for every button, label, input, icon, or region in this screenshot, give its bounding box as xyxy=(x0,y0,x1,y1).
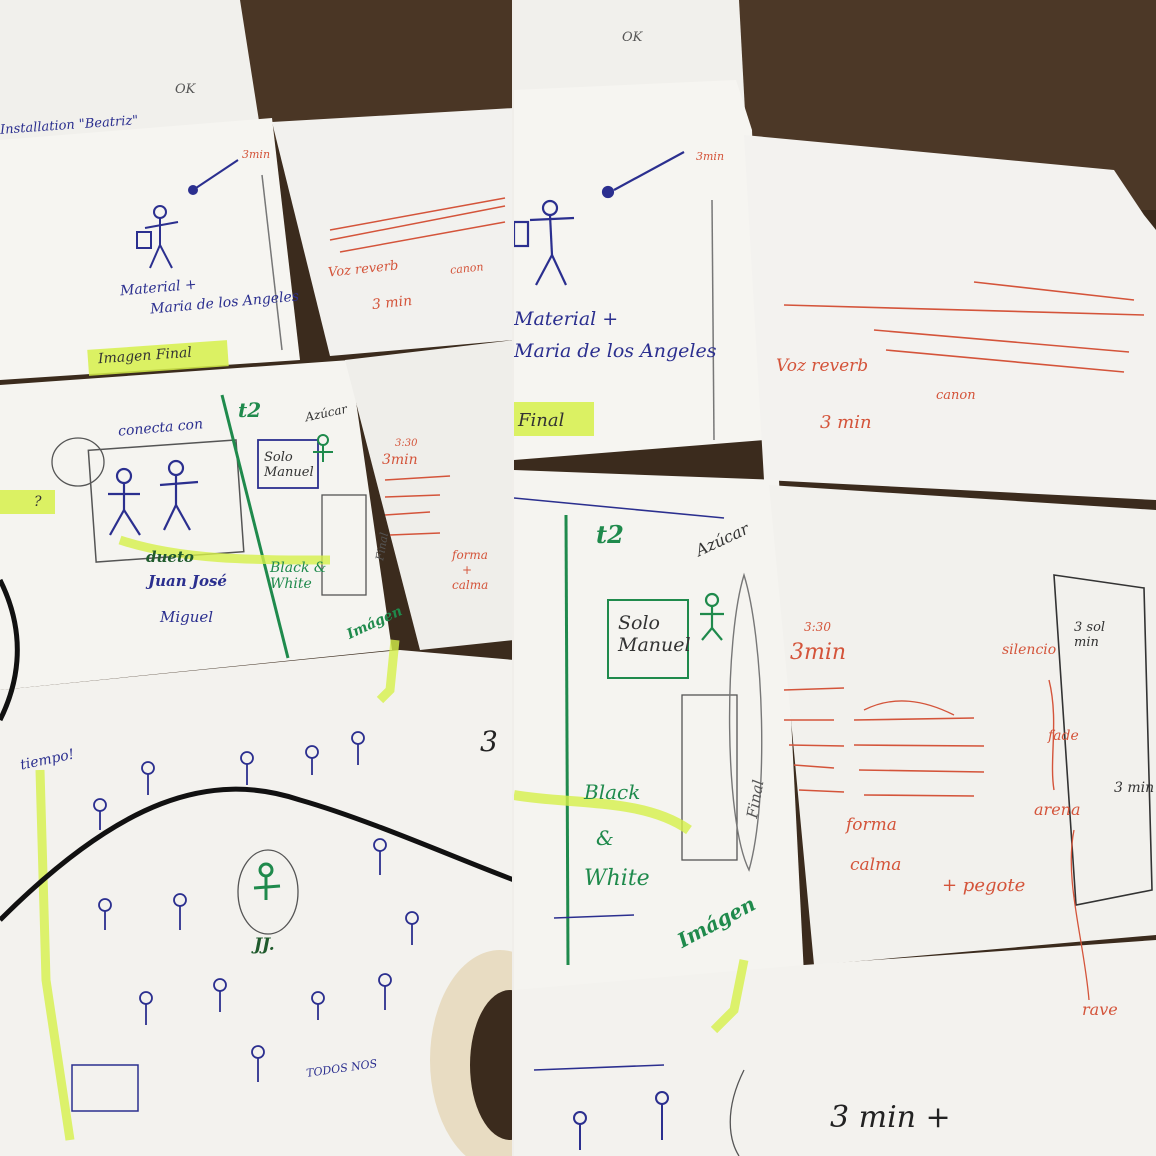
time-3min-red-middle: 3min xyxy=(790,640,847,665)
time-3min-red-middle: 3min xyxy=(382,452,418,468)
crowd-figures xyxy=(93,731,419,1082)
circle-connector xyxy=(51,437,105,487)
question-mark: ? xyxy=(34,494,42,510)
material-label: Material + xyxy=(514,308,619,330)
ok-mark: OK xyxy=(175,82,196,97)
miguel-label: Miguel xyxy=(160,608,214,626)
time-3min-upper: 3min xyxy=(696,150,725,163)
red-dashes-middle xyxy=(783,687,985,797)
left-photo-panel: OK Installation "Beatriz" 3min Material … xyxy=(0,0,514,1156)
solo-manuel-box xyxy=(607,599,689,679)
paper-bottom xyxy=(514,940,1156,1156)
green-divider xyxy=(220,394,290,659)
sol-min-label: 3 sol min xyxy=(1074,620,1106,650)
maria-label: Maria de los Angeles xyxy=(514,340,717,362)
t2-label: t2 xyxy=(596,520,624,549)
green-divider xyxy=(564,514,570,966)
red-bracket xyxy=(1048,679,1055,791)
green-stick-figure xyxy=(700,592,724,641)
silencio-label: silencio xyxy=(1002,642,1057,658)
blue-underline xyxy=(553,914,635,919)
forma-label: forma xyxy=(846,815,897,835)
plus-label: + xyxy=(462,563,473,577)
highlighter-arrow xyxy=(710,959,749,1034)
time-330: 3:30 xyxy=(395,438,418,449)
blue-top-line xyxy=(514,497,725,519)
t2-label: t2 xyxy=(238,398,262,422)
voz-reverb: Voz reverb xyxy=(776,356,869,376)
fade-label: fade xyxy=(1048,728,1079,744)
time-3min-upper: 3min xyxy=(242,148,271,161)
jj-label: JJ. xyxy=(254,935,275,955)
duet-frame xyxy=(87,439,245,563)
red-wave xyxy=(863,700,955,716)
pencil-line-upper xyxy=(261,174,283,351)
panel-separator xyxy=(512,0,515,1156)
highlighter-arrow xyxy=(376,639,400,704)
paper-top xyxy=(0,0,262,160)
final-box xyxy=(321,494,367,596)
highlighter-question xyxy=(0,490,55,514)
paper-upper-right xyxy=(744,135,1156,500)
min-3-bottom: 3 min xyxy=(1114,780,1155,796)
time-330: 3:30 xyxy=(804,620,831,634)
calma-label: calma xyxy=(452,578,489,592)
highlighter-stroke-middle xyxy=(514,790,692,835)
solo-manuel-label: Solo Manuel xyxy=(264,450,314,480)
pencil-bottom xyxy=(729,1069,745,1156)
paper-middle-right xyxy=(769,485,1156,965)
paper-upper-right xyxy=(272,108,514,356)
left-photo-scene xyxy=(0,0,514,1156)
paper-bottom xyxy=(0,650,514,1156)
center-ellipse xyxy=(237,849,299,935)
red-lines-upper xyxy=(329,197,506,253)
right-frame xyxy=(1053,574,1153,906)
solo-manuel-box xyxy=(257,439,319,489)
white-label: White xyxy=(584,866,650,891)
highlighter-path-bottom xyxy=(35,769,75,1141)
red-lines-upper xyxy=(783,281,1145,373)
stick-figure-upper xyxy=(514,151,685,286)
cable-left xyxy=(0,578,20,722)
bottom-figures xyxy=(573,1091,669,1150)
canon-label: canon xyxy=(936,388,976,403)
amp-label: & xyxy=(596,826,614,850)
highlighter-final-tag xyxy=(514,402,594,436)
plus-pegote-label: + pegote xyxy=(942,875,1026,896)
pencil-line-upper xyxy=(711,199,715,441)
cable-bottom xyxy=(0,786,514,922)
black-label: Black xyxy=(584,780,641,804)
paper-upper-left xyxy=(514,80,764,460)
duet-figures xyxy=(108,459,199,536)
red-dashes-middle xyxy=(384,475,451,536)
paper-middle-left xyxy=(0,360,392,690)
blue-bottom-line xyxy=(533,1064,665,1071)
tape-roll-hole xyxy=(470,990,514,1140)
juan-jose-label: Juan José xyxy=(148,572,227,590)
highlighter-box xyxy=(87,340,229,376)
final-box xyxy=(681,694,738,861)
red-arrow-rave xyxy=(1070,829,1090,1001)
small-rect-bottom xyxy=(71,1064,139,1112)
right-photo-panel: OK 3min Material + Maria de los Angeles … xyxy=(514,0,1156,1156)
rave-label: rave xyxy=(1082,1000,1118,1019)
three-label: 3 xyxy=(480,725,498,758)
three-min-plus-label: 3 min + xyxy=(830,1100,951,1135)
ok-mark: OK xyxy=(622,30,643,45)
green-stick-figure xyxy=(313,434,333,462)
highlighter-stroke-middle xyxy=(118,535,331,565)
final-tag: Final xyxy=(518,410,565,431)
paper-middle-left xyxy=(514,470,804,1000)
black-white-label: Black & White xyxy=(270,560,327,592)
center-green-figure xyxy=(253,862,281,900)
time-3-min-red: 3 min xyxy=(820,412,872,433)
solo-manuel-label: Solo Manuel xyxy=(618,612,691,656)
arena-label: arena xyxy=(1034,800,1081,819)
pencil-leaf xyxy=(728,572,763,872)
right-photo-scene xyxy=(514,0,1156,1156)
stick-figure-upper xyxy=(136,159,239,269)
calma-label: calma xyxy=(850,855,902,875)
dueto-label: dueto xyxy=(146,548,194,566)
forma-label: forma xyxy=(452,548,488,562)
